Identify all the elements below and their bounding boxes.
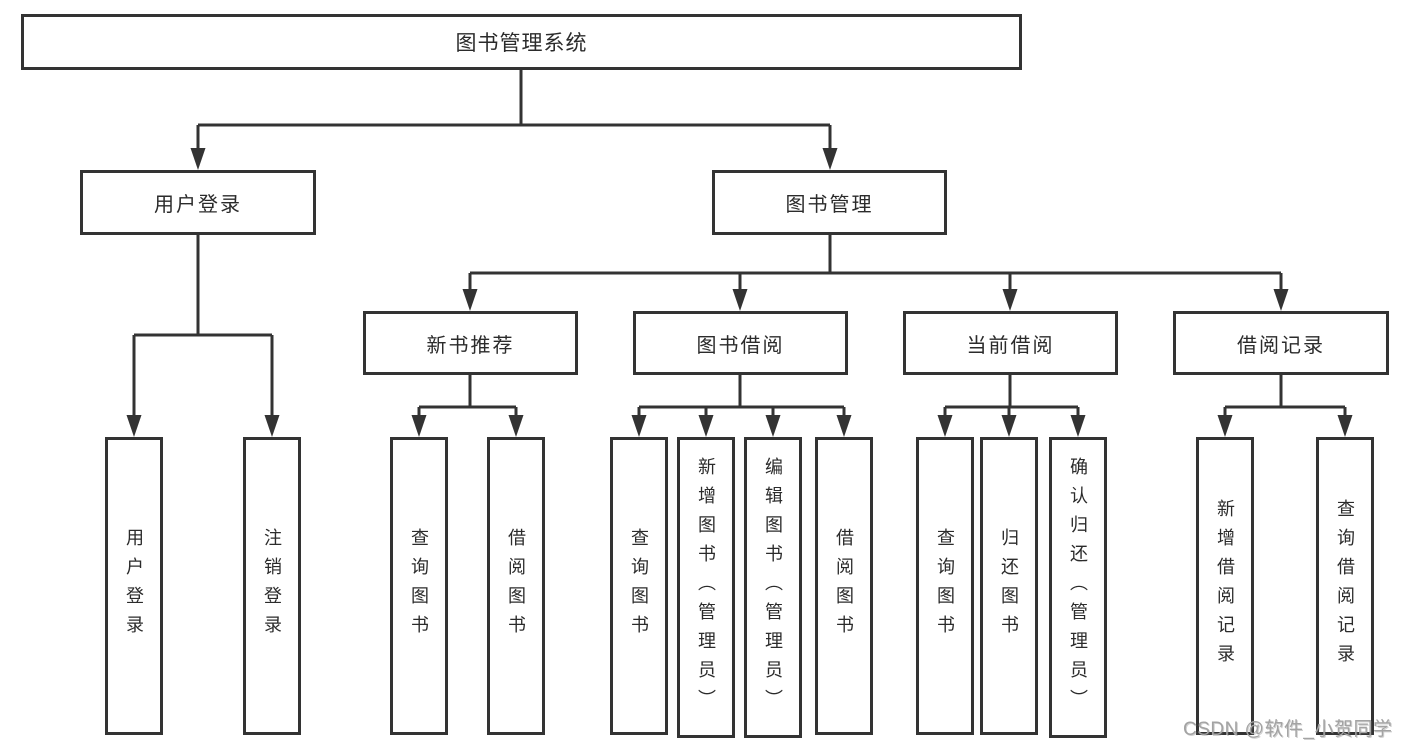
- arrowhead-down-icon: [126, 415, 142, 437]
- node-label: 新增图书（管理员）: [696, 457, 716, 718]
- node-add-books-admin: 新增图书（管理员）: [677, 437, 735, 738]
- node-label: 查询图书: [629, 528, 649, 644]
- node-query-books-current: 查询图书: [916, 437, 974, 735]
- arrowhead-down-icon: [765, 415, 781, 437]
- node-label: 新增借阅记录: [1215, 499, 1235, 673]
- connector-book-management-children: [462, 235, 1289, 311]
- node-query-borrow-record: 查询借阅记录: [1316, 437, 1374, 735]
- node-add-borrow-record: 新增借阅记录: [1196, 437, 1254, 735]
- node-label: 确认归还（管理员）: [1068, 457, 1088, 718]
- node-label: 编辑图书（管理员）: [763, 457, 783, 718]
- arrowhead-down-icon: [411, 415, 427, 437]
- node-label: 查询图书: [409, 528, 429, 644]
- node-label: 用户登录: [124, 528, 144, 644]
- node-borrow-books: 借阅图书: [815, 437, 873, 735]
- node-root: 图书管理系统: [21, 14, 1022, 70]
- node-confirm-return-admin: 确认归还（管理员）: [1049, 437, 1107, 738]
- connector-root-to-level2: [190, 70, 838, 170]
- node-label: 归还图书: [999, 528, 1019, 644]
- arrowhead-down-icon: [1001, 415, 1017, 437]
- connector-user-login-children: [126, 235, 280, 437]
- arrowhead-down-icon: [1002, 289, 1018, 311]
- arrowhead-down-icon: [508, 415, 524, 437]
- arrowhead-down-icon: [190, 148, 206, 170]
- node-query-books-borrow: 查询图书: [610, 437, 668, 735]
- arrowhead-down-icon: [1070, 415, 1086, 437]
- node-borrow-records: 借阅记录: [1173, 311, 1389, 375]
- arrowhead-down-icon: [698, 415, 714, 437]
- node-label: 查询借阅记录: [1335, 499, 1355, 673]
- connector-current-borrow-children: [937, 375, 1086, 437]
- node-book-borrow: 图书借阅: [633, 311, 848, 375]
- node-logout: 注销登录: [243, 437, 301, 735]
- connector-borrow-records-children: [1217, 375, 1353, 437]
- arrowhead-down-icon: [462, 289, 478, 311]
- arrowhead-down-icon: [264, 415, 280, 437]
- node-edit-books-admin: 编辑图书（管理员）: [744, 437, 802, 738]
- node-label: 查询图书: [935, 528, 955, 644]
- node-current-borrow: 当前借阅: [903, 311, 1118, 375]
- watermark: CSDN @软件_小贺同学: [1183, 719, 1393, 740]
- arrowhead-down-icon: [631, 415, 647, 437]
- node-new-book-recommend: 新书推荐: [363, 311, 578, 375]
- connector-new-book-recommend-children: [411, 375, 524, 437]
- node-borrow-books-recommend: 借阅图书: [487, 437, 545, 735]
- arrowhead-down-icon: [937, 415, 953, 437]
- node-return-books: 归还图书: [980, 437, 1038, 735]
- arrowhead-down-icon: [1217, 415, 1233, 437]
- arrowhead-down-icon: [836, 415, 852, 437]
- node-book-management: 图书管理: [712, 170, 947, 235]
- arrowhead-down-icon: [1337, 415, 1353, 437]
- node-query-books-recommend: 查询图书: [390, 437, 448, 735]
- arrowhead-down-icon: [732, 289, 748, 311]
- node-label: 借阅图书: [506, 528, 526, 644]
- arrowhead-down-icon: [1273, 289, 1289, 311]
- node-label: 借阅图书: [834, 528, 854, 644]
- connector-book-borrow-children: [631, 375, 852, 437]
- node-user-login-action: 用户登录: [105, 437, 163, 735]
- node-label: 注销登录: [262, 528, 282, 644]
- node-user-login: 用户登录: [80, 170, 316, 235]
- arrowhead-down-icon: [822, 148, 838, 170]
